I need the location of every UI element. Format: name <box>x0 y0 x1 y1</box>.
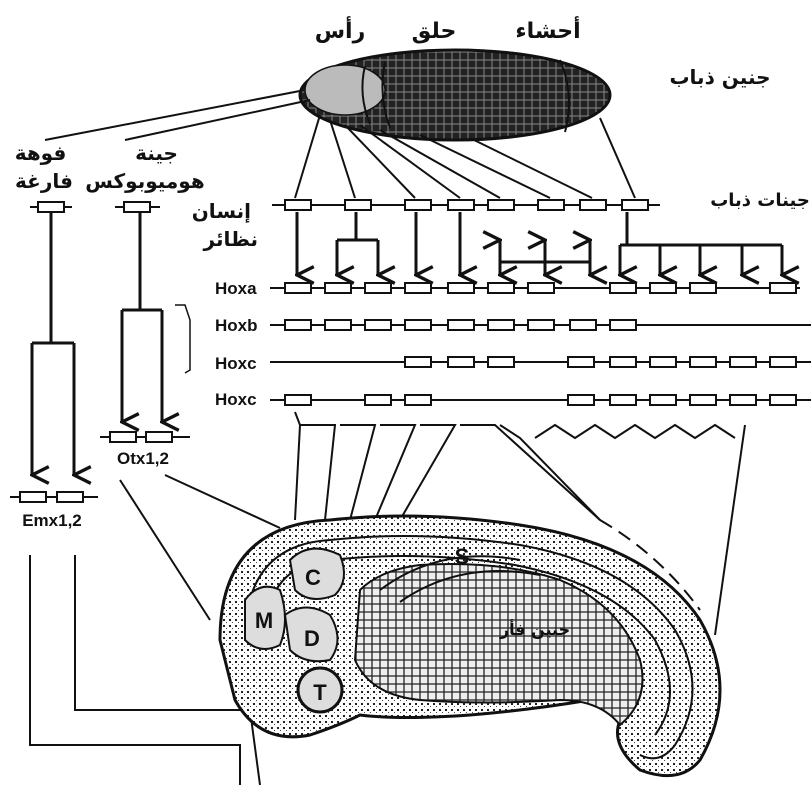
hox-row-d-gene-box <box>650 395 676 405</box>
hox-row-d-gene-box <box>730 395 756 405</box>
homeobox-label: جينة هوميوبوكس <box>85 141 204 193</box>
hox-row-b-gene-box <box>285 320 311 330</box>
fly-embryo-label: جنين ذباب <box>669 65 770 89</box>
hox-row-c-gene-box <box>730 357 756 367</box>
fly-gene-row-gene-box <box>580 200 606 210</box>
hox-row-b-gene-box <box>325 320 351 330</box>
fly-to-hox-arrows <box>297 212 782 275</box>
fly-gene-row-gene-box <box>405 200 431 210</box>
hox-row-d-gene-box <box>285 395 311 405</box>
hox-row-c <box>270 357 811 367</box>
hox-row-d-gene-box <box>365 395 391 405</box>
fly-gene-row-gene-box <box>538 200 564 210</box>
hox-row-d <box>270 395 811 405</box>
mouse-region-c: C <box>305 565 321 590</box>
hox-row-c-gene-box <box>568 357 594 367</box>
fly-gene-row-gene-box <box>488 200 514 210</box>
hox-row-c-gene-box <box>448 357 474 367</box>
hox-row-a-gene-box <box>405 283 431 293</box>
mouse-region-d: D <box>304 626 320 651</box>
hox-row-b-gene-box <box>488 320 514 330</box>
hox-row-b-gene-box <box>610 320 636 330</box>
hox-row-a-gene-box <box>325 283 351 293</box>
hox-row-a-gene-box <box>528 283 554 293</box>
hox-row-c-gene-box <box>405 357 431 367</box>
human-homologs-label: إنسان نظائر <box>192 199 258 251</box>
hox-row-a-gene-box <box>365 283 391 293</box>
fly-gene-row-gene-box <box>285 200 311 210</box>
hox-row-b-gene-box <box>365 320 391 330</box>
hox-row-d-gene-box <box>770 395 796 405</box>
fly-region-thorax-label: حلق <box>412 19 457 44</box>
fly-gene-row-gene-box <box>345 200 371 210</box>
mouse-embryo <box>220 516 720 776</box>
hox-row-b-gene-box <box>528 320 554 330</box>
hox-row-c-gene-box <box>610 357 636 367</box>
human-homologs-line2: نظائر <box>203 227 258 251</box>
fly-gene-row <box>272 200 660 210</box>
otx-genes <box>100 432 190 442</box>
hox-row-c-gene-box <box>488 357 514 367</box>
mouse-region-s: S <box>455 544 470 569</box>
empty-spiracles-line2: فارغة <box>15 169 73 193</box>
empty-spiracles-gene <box>30 202 72 212</box>
hox-row-d-gene-box <box>405 395 431 405</box>
hox-row-d-gene-box <box>610 395 636 405</box>
mouse-region-m: M <box>255 608 273 633</box>
empty-spiracles-line1: فوهة <box>15 141 67 165</box>
hox-row-d-gene-box <box>690 395 716 405</box>
mouse-embryo-label: جنين فأر <box>499 619 570 639</box>
hox-row-c-gene-box <box>690 357 716 367</box>
hox-row-label-d: Hoxc <box>215 390 257 409</box>
fly-genes-label: جينات ذباب <box>710 190 810 211</box>
empty-spiracles-label: فوهة فارغة <box>15 141 74 193</box>
hox-row-a-gene-box <box>650 283 676 293</box>
hox-row-b-gene-box <box>405 320 431 330</box>
hox-row-a-gene-box <box>690 283 716 293</box>
hox-row-a-gene-box <box>770 283 796 293</box>
fly-region-head-label: رأس <box>315 15 366 44</box>
hox-row-label-c: Hoxc <box>215 354 257 373</box>
hox-row-d-gene-box <box>568 395 594 405</box>
hox-row-a-gene-box <box>448 283 474 293</box>
bracket <box>175 305 190 373</box>
hox-row-b-gene-box <box>448 320 474 330</box>
fly-region-abdomen-label: أحشاء <box>515 15 580 44</box>
fly-gene-row-gene-box <box>448 200 474 210</box>
hox-row-a-gene-box <box>610 283 636 293</box>
emx-arrows <box>32 212 74 475</box>
hox-row-a <box>270 283 800 293</box>
homeobox-line2: هوميوبوكس <box>85 169 204 193</box>
hox-row-c-gene-box <box>650 357 676 367</box>
mouse-region-t: T <box>313 680 327 705</box>
hox-row-a-gene-box <box>488 283 514 293</box>
hox-row-b <box>270 320 811 330</box>
hox-row-label-a: Hoxa <box>215 279 257 298</box>
hox-row-b-gene-box <box>570 320 596 330</box>
human-homologs-line1: إنسان <box>192 199 251 223</box>
hox-row-c-gene-box <box>770 357 796 367</box>
otx-arrows <box>122 212 162 422</box>
emx-genes <box>10 492 98 502</box>
hox-row-label-b: Hoxb <box>215 316 258 335</box>
emx-label: Emx1,2 <box>22 511 82 530</box>
otx-label: Otx1,2 <box>117 449 169 468</box>
fly-gene-row-gene-box <box>622 200 648 210</box>
homeobox-gene <box>115 202 160 212</box>
homeobox-line1: جينة <box>135 141 178 165</box>
hox-row-a-gene-box <box>285 283 311 293</box>
